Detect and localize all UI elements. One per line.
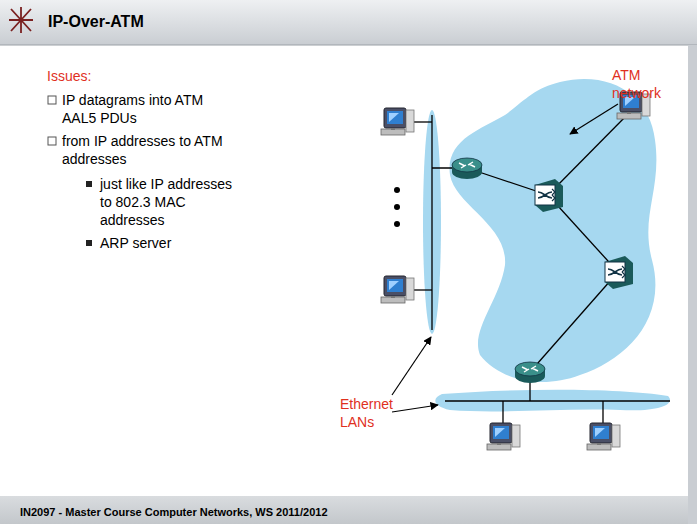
ethernet-lan-bottom bbox=[435, 390, 670, 412]
bullet-text: from IP addresses to ATM addresses bbox=[62, 132, 252, 168]
issues-heading: Issues: bbox=[47, 67, 197, 85]
leader-arrows bbox=[392, 104, 618, 412]
title-bar bbox=[0, 0, 697, 45]
footer-bar bbox=[0, 496, 688, 524]
atm-network-label: ATM network bbox=[612, 66, 682, 102]
slide-title: IP-Over-ATM bbox=[48, 12, 144, 32]
footer-text: IN2097 - Master Course Computer Networks… bbox=[20, 503, 620, 521]
side-strip bbox=[688, 45, 697, 524]
ethernet-label: Ethernet LANs bbox=[340, 395, 392, 431]
atm-cloud bbox=[450, 79, 657, 382]
logo bbox=[9, 7, 33, 33]
sub-bullet-text: ARP server bbox=[100, 234, 240, 252]
network-illustration bbox=[381, 79, 670, 450]
bullet-text: IP datagrams into ATM AAL5 PDUs bbox=[62, 91, 237, 127]
sub-bullet-text: just like IP addresses to 802.3 MAC addr… bbox=[100, 175, 240, 229]
ethernet-lan-left bbox=[423, 110, 441, 334]
